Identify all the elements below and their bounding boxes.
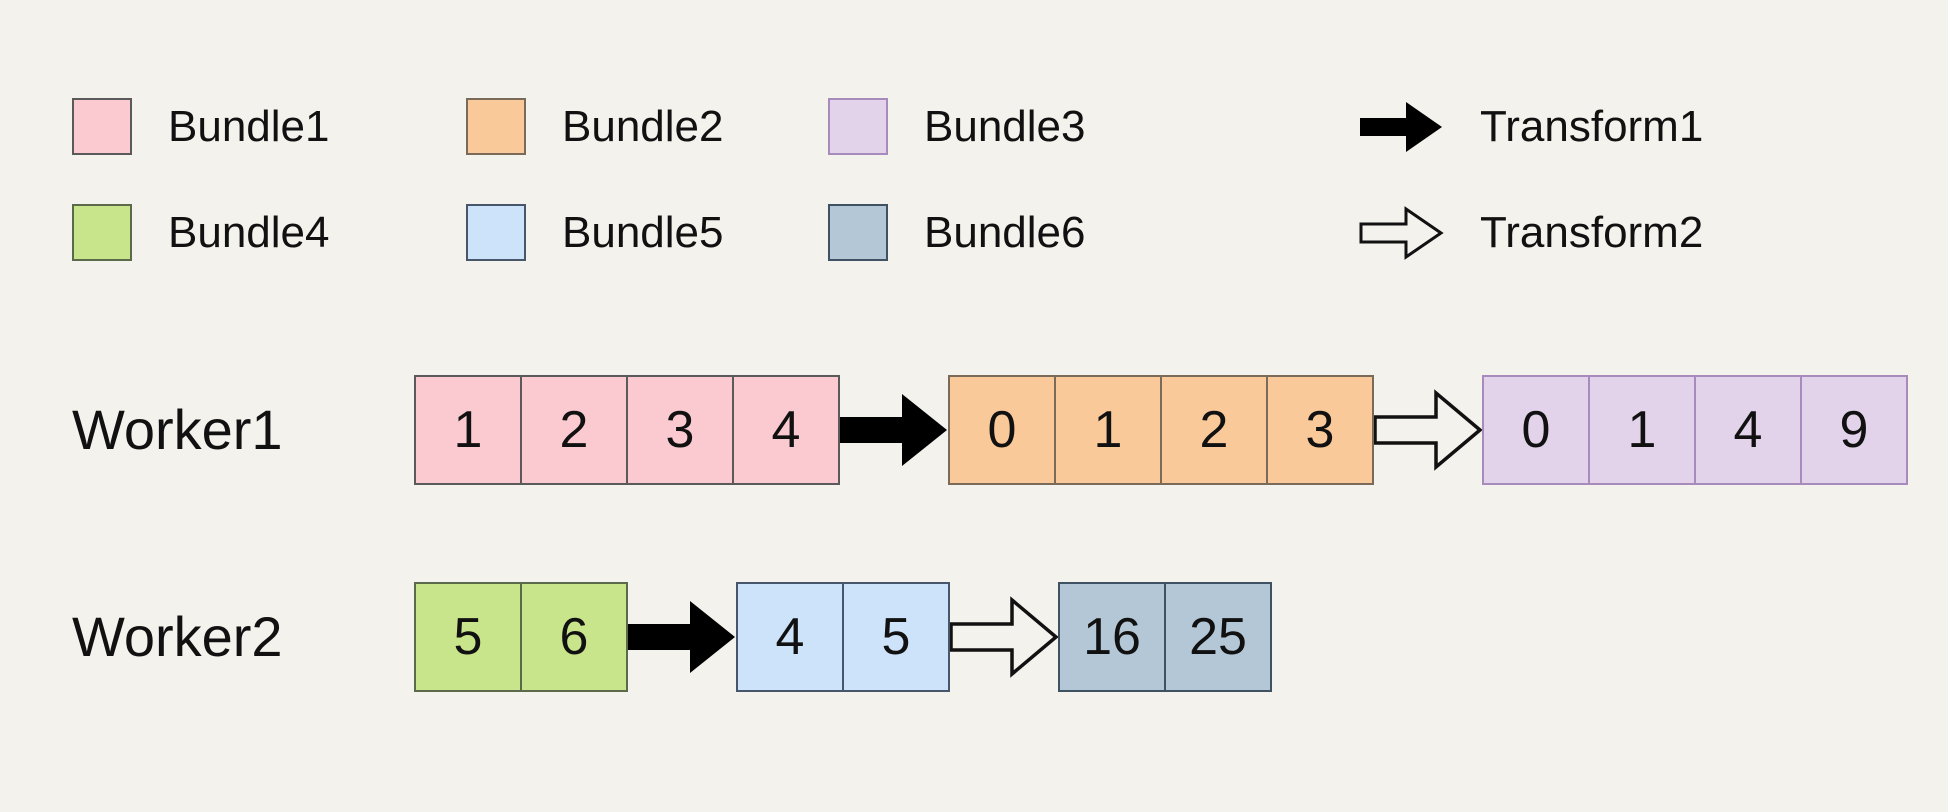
legend-label-bundle1: Bundle1 xyxy=(168,101,330,151)
legend-label-transform2: Transform2 xyxy=(1480,207,1704,257)
hollow-arrow-icon xyxy=(1358,204,1444,261)
legend-item-bundle5: Bundle5 xyxy=(466,204,723,261)
legend-label-bundle4: Bundle4 xyxy=(168,207,330,257)
legend-item-bundle4: Bundle4 xyxy=(72,204,329,261)
bundle-cell: 4 xyxy=(1694,375,1802,485)
bundle-cell: 1 xyxy=(414,375,522,485)
legend-label-transform1: Transform1 xyxy=(1480,101,1704,151)
transform2-hollow-arrow-icon xyxy=(1374,375,1482,485)
worker-label-worker2: Worker2 xyxy=(72,605,283,668)
bundle-cell: 1 xyxy=(1588,375,1696,485)
legend-item-bundle3: Bundle3 xyxy=(828,98,1085,155)
legend-label-bundle5: Bundle5 xyxy=(562,207,724,257)
legend-item-bundle6: Bundle6 xyxy=(828,204,1085,261)
legend-item-bundle2: Bundle2 xyxy=(466,98,723,155)
solid-arrow-icon xyxy=(1358,98,1444,155)
bundle-cell: 16 xyxy=(1058,582,1166,692)
bundle-cell: 2 xyxy=(1160,375,1268,485)
bundle-cell: 1 xyxy=(1054,375,1162,485)
bundle5-color-swatch xyxy=(466,204,526,261)
bundle-cell: 9 xyxy=(1800,375,1908,485)
bundle4-color-swatch xyxy=(72,204,132,261)
bundle1-color-swatch xyxy=(72,98,132,155)
bundle-cell: 2 xyxy=(520,375,628,485)
bundle-cell: 3 xyxy=(626,375,734,485)
worker-label-worker1: Worker1 xyxy=(72,398,283,461)
bundle-cell: 25 xyxy=(1164,582,1272,692)
legend-label-bundle3: Bundle3 xyxy=(924,101,1086,151)
legend-label-bundle6: Bundle6 xyxy=(924,207,1086,257)
legend-label-bundle2: Bundle2 xyxy=(562,101,724,151)
transform2-hollow-arrow-icon xyxy=(950,582,1058,692)
bundle-cell: 0 xyxy=(1482,375,1590,485)
bundle-cell: 6 xyxy=(520,582,628,692)
bundle-cell: 4 xyxy=(732,375,840,485)
legend-item-bundle1: Bundle1 xyxy=(72,98,329,155)
bundle3-color-swatch xyxy=(828,98,888,155)
transform1-solid-arrow-icon xyxy=(840,375,948,485)
bundle-cell: 3 xyxy=(1266,375,1374,485)
legend-item-transform2: Transform2 xyxy=(1358,204,1703,261)
bundle-cell: 4 xyxy=(736,582,844,692)
bundle2-color-swatch xyxy=(466,98,526,155)
legend-item-transform1: Transform1 xyxy=(1358,98,1703,155)
bundle6-color-swatch xyxy=(828,204,888,261)
transform1-solid-arrow-icon xyxy=(628,582,736,692)
legend: Bundle1 Bundle2 Bundle3 Transform1 Bundl… xyxy=(0,0,1948,261)
bundle-cell: 5 xyxy=(414,582,522,692)
bundle-cell: 0 xyxy=(948,375,1056,485)
bundle-cell: 5 xyxy=(842,582,950,692)
